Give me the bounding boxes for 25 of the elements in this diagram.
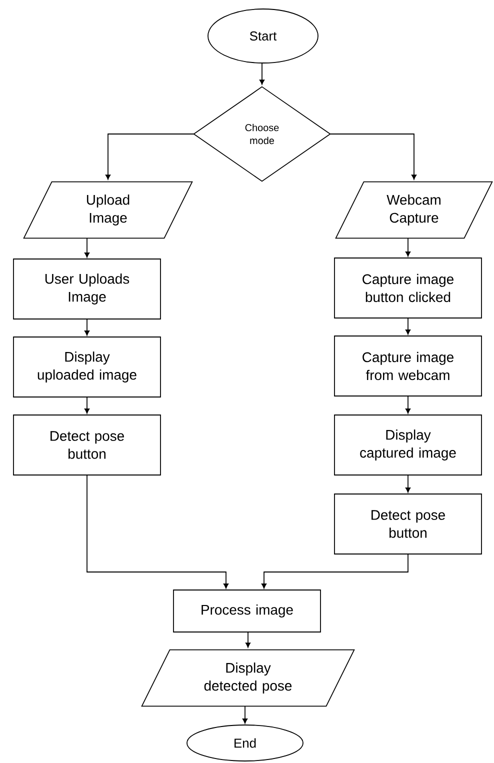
arrow [245, 632, 251, 648]
arrow [405, 238, 411, 257]
arrow [86, 475, 229, 589]
input-output-parallelogram: Display detected pose [141, 649, 355, 707]
arrow [84, 238, 90, 258]
arrow [330, 134, 417, 180]
process-box: User Uploads Image [13, 258, 161, 320]
arrow [405, 396, 411, 414]
arrow [405, 475, 411, 493]
arrow [259, 63, 265, 85]
process-box: Capture image from webcam [334, 336, 482, 396]
process-box: Process image [173, 590, 321, 632]
process-box: Detect pose button [334, 494, 482, 554]
arrow [405, 318, 411, 335]
arrow [84, 319, 90, 336]
process-box: Display captured image [334, 414, 482, 476]
arrow [105, 134, 194, 180]
arrow [84, 397, 90, 414]
arrow [261, 554, 408, 589]
process-box: Capture image button clicked [334, 258, 482, 318]
process-box: Detect pose button [13, 414, 161, 476]
arrow [242, 706, 248, 724]
input-output-parallelogram: Webcam Capture [335, 181, 493, 239]
process-box: Display uploaded image [13, 336, 161, 398]
input-output-parallelogram: Upload Image [23, 181, 193, 239]
